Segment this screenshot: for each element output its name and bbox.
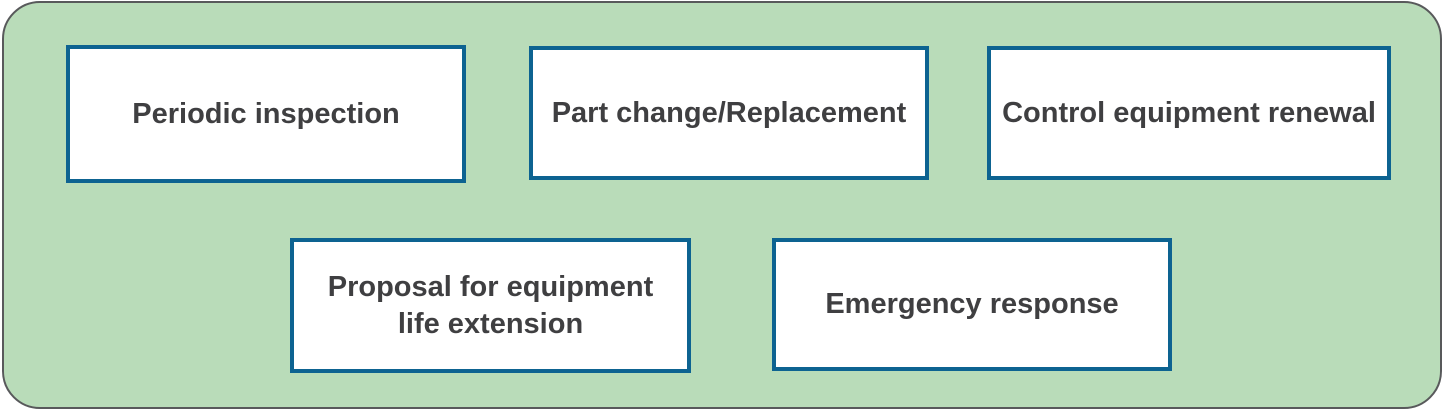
box-proposal-equipment-life-extension: Proposal for equipment life extension <box>290 238 691 373</box>
box-label: Part change/Replacement <box>551 96 907 129</box>
box-label: Periodic inspection <box>132 97 400 130</box>
box-label: Emergency response <box>825 288 1119 321</box>
box-label: Control equipment renewal <box>1002 96 1376 129</box>
box-part-change-replacement: Part change/Replacement <box>529 46 929 180</box>
box-control-equipment-renewal: Control equipment renewal <box>987 46 1391 180</box>
box-label: Proposal for equipment life extension <box>327 271 654 340</box>
box-emergency-response: Emergency response <box>772 238 1172 371</box>
services-group-panel: Periodic inspection Part change/Replacem… <box>2 1 1442 409</box>
box-periodic-inspection: Periodic inspection <box>66 45 466 183</box>
